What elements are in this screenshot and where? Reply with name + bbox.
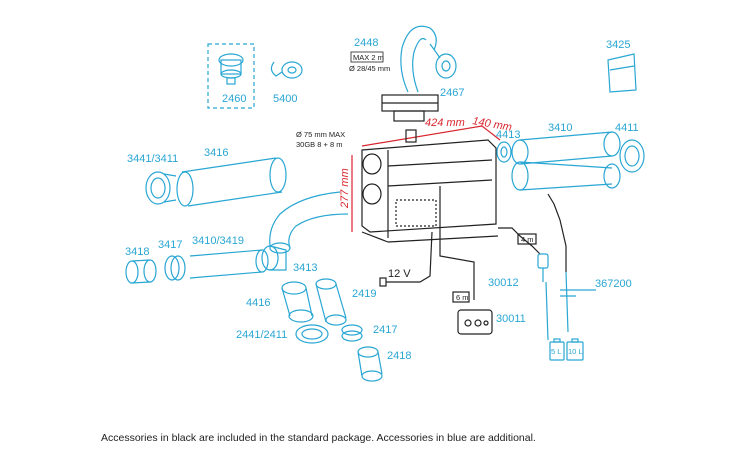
heater-unit: [361, 129, 499, 243]
note-6m: 6 m: [456, 293, 469, 302]
note-diam-28-45: Ø 28/45 mm: [349, 64, 390, 73]
part-2448-hose: [400, 25, 457, 93]
part-curved-duct: [269, 191, 349, 254]
label-3417: 3417: [158, 239, 182, 251]
fuel-tank-5l: [549, 338, 565, 361]
label-2460: 2460: [222, 93, 246, 105]
label-2417: 2417: [373, 324, 397, 336]
part-2417-ring: [341, 324, 363, 342]
part-3425-cover: [607, 53, 637, 93]
dimension-lines: [351, 125, 501, 232]
label-3441-3411: 3441/3411: [127, 153, 178, 165]
part-2441-2411-grille: [295, 324, 329, 344]
fuel-line: [498, 193, 567, 272]
part-2419-duct: [315, 278, 347, 326]
part-3418-ring: [125, 259, 157, 284]
part-2418-duct: [357, 346, 383, 382]
label-4411: 4411: [615, 122, 639, 134]
dim-height: 277 mm: [339, 168, 351, 209]
note-4m: 4 m: [521, 235, 534, 244]
label-2448: 2448: [354, 37, 378, 49]
label-3416: 3416: [204, 147, 228, 159]
tank-5l-label: 5 L: [551, 347, 561, 356]
label-30012: 30012: [488, 277, 519, 289]
note-cable-30gb: 30GB 8 + 8 m: [296, 140, 342, 149]
part-30012-pump: [537, 253, 549, 282]
part-4413-grille: [496, 141, 512, 163]
label-367200: 367200: [595, 278, 632, 290]
part-3417-clamp: [164, 255, 186, 281]
control-panel: [439, 232, 493, 335]
part-5400-clip: [270, 61, 303, 79]
part-3413-connector: [261, 245, 287, 271]
label-3410-3419: 3410/3419: [192, 235, 244, 247]
label-3425: 3425: [606, 39, 630, 51]
label-30011: 30011: [496, 313, 526, 325]
part-2460-grille: [207, 43, 255, 109]
label-5400: 5400: [273, 93, 297, 105]
note-12v: 12 V: [388, 268, 411, 280]
part-3410-ducts: [511, 131, 621, 191]
part-367200-kit: [560, 271, 596, 333]
part-3441-3411-grille: [145, 171, 177, 205]
note-max-2m: MAX 2 m: [353, 53, 384, 62]
label-2419: 2419: [352, 288, 376, 300]
label-3413: 3413: [293, 262, 317, 274]
dim-width: 424 mm: [425, 117, 465, 129]
power-plug: [379, 231, 433, 287]
label-4413: 4413: [496, 129, 520, 141]
label-2418: 2418: [387, 350, 411, 362]
part-4416-duct: [281, 281, 314, 323]
note-diam-75: Ø 75 mm MAX: [296, 130, 345, 139]
legend-caption: Accessories in black are included in the…: [101, 432, 536, 444]
part-4411-grille: [619, 139, 645, 173]
label-2441-2411: 2441/2411: [236, 329, 287, 341]
label-2467: 2467: [440, 87, 464, 99]
part-3416-silencer: [176, 157, 287, 207]
part-30011-line: [545, 281, 549, 341]
label-3410: 3410: [548, 122, 572, 134]
label-4416: 4416: [246, 297, 270, 309]
max-2m-box: [350, 51, 384, 63]
part-3410-3419-duct: [189, 249, 269, 279]
fuel-tank-10l: [566, 338, 584, 361]
part-2467-bracket: [381, 94, 439, 122]
label-3418: 3418: [125, 246, 149, 258]
tank-10l-label: 10 L: [568, 347, 583, 356]
